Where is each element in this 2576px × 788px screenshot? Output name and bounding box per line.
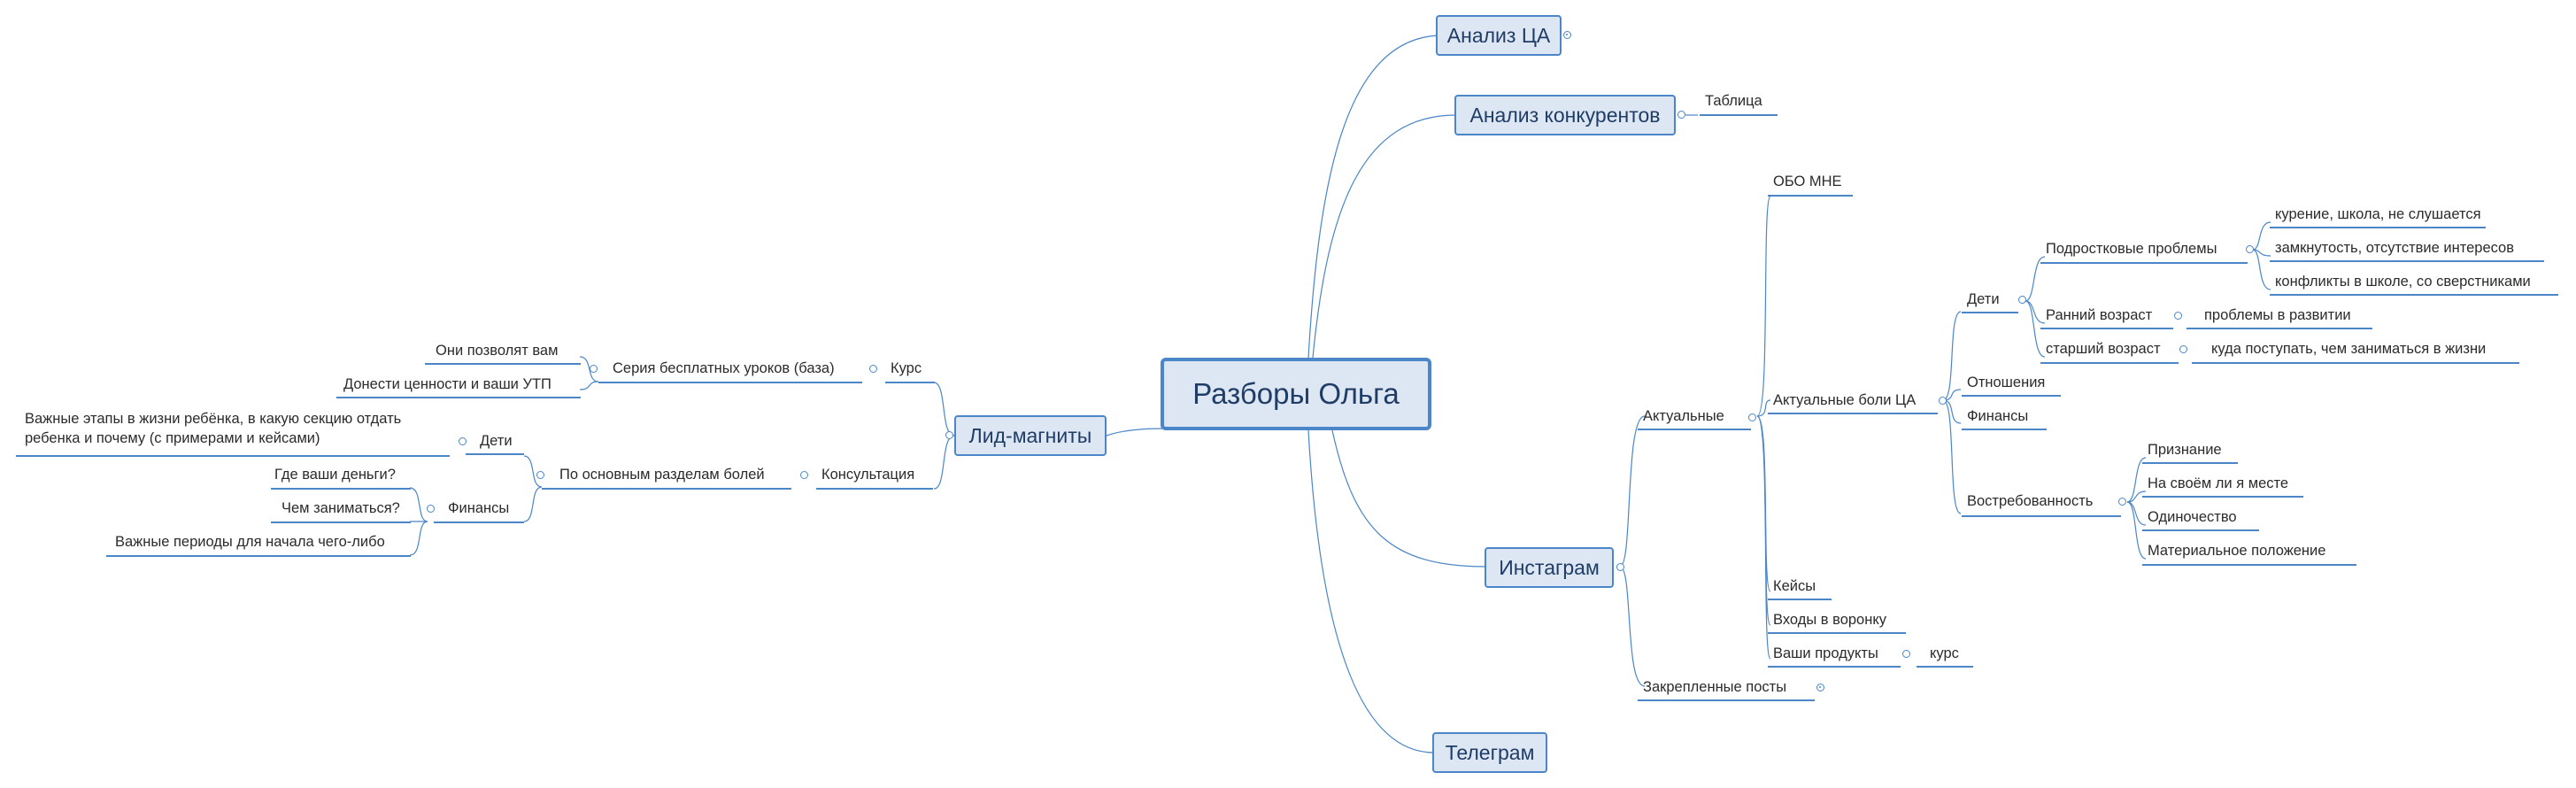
- collapse-toggle[interactable]: [1816, 684, 1824, 691]
- collapse-toggle[interactable]: [869, 365, 877, 373]
- node-vashi-produkty[interactable]: Ваши продукты: [1773, 645, 1878, 661]
- node-materialnoe[interactable]: Материальное положение: [2148, 543, 2326, 559]
- topic-label: Телеграм: [1445, 740, 1535, 764]
- collapse-toggle[interactable]: [536, 471, 544, 479]
- node-tablica[interactable]: Таблица: [1705, 93, 1762, 109]
- node-kurenie[interactable]: курение, школа, не слушается: [2275, 206, 2481, 222]
- collapse-toggle[interactable]: [2179, 345, 2187, 353]
- collapse-toggle[interactable]: [1939, 397, 1947, 405]
- collapse-toggle[interactable]: [800, 471, 808, 479]
- node-na-svoem-meste[interactable]: На своём ли я месте: [2148, 475, 2289, 491]
- collapse-toggle[interactable]: [1902, 650, 1910, 658]
- topic-label: Инстаграм: [1499, 555, 1600, 579]
- node-oni-pozvolyat[interactable]: Они позволят вам: [436, 343, 559, 359]
- node-starshiy[interactable]: старший возраст: [2046, 341, 2161, 357]
- node-donesti[interactable]: Донести ценности и ваши УТП: [343, 376, 551, 392]
- node-vostrebovannost[interactable]: Востребованность: [1967, 493, 2094, 509]
- topic-analiz-konkurentov[interactable]: Анализ конкурентов: [1454, 95, 1676, 135]
- node-vazhnye-periody[interactable]: Важные периоды для начала чего-либо: [115, 534, 385, 550]
- node-aktualnye[interactable]: Актуальные: [1643, 408, 1724, 424]
- collapse-toggle[interactable]: [2018, 296, 2026, 304]
- node-konsultaciya[interactable]: Консультация: [821, 467, 915, 483]
- central-topic[interactable]: Разборы Ольга: [1161, 358, 1431, 430]
- node-deti[interactable]: Дети: [1967, 291, 2000, 307]
- topic-analiz-ca[interactable]: Анализ ЦА: [1436, 15, 1562, 56]
- node-otnosheniya[interactable]: Отношения: [1967, 375, 2046, 390]
- node-aktualnye-boli[interactable]: Актуальные боли ЦА: [1773, 392, 1917, 408]
- node-kuda-postupat[interactable]: куда поступать, чем заниматься в жизни: [2211, 341, 2487, 357]
- node-zamknutost[interactable]: замкнутость, отсутствие интересов: [2275, 240, 2515, 256]
- node-zakreplennye[interactable]: Закрепленные посты: [1643, 679, 1787, 695]
- collapse-toggle[interactable]: [2118, 498, 2126, 506]
- topic-label: Анализ конкурентов: [1469, 103, 1661, 127]
- topic-label: Анализ ЦА: [1446, 23, 1551, 47]
- collapse-toggle[interactable]: [1616, 563, 1624, 571]
- node-finansy[interactable]: Финансы: [1967, 408, 2029, 424]
- node-keisy[interactable]: Кейсы: [1773, 578, 1816, 594]
- node-finansy-lead[interactable]: Финансы: [448, 500, 510, 516]
- node-konflikty[interactable]: конфликты в школе, со сверстниками: [2275, 274, 2531, 290]
- topic-instagram[interactable]: Инстаграм: [1485, 547, 1614, 588]
- node-problemy-razvitiya[interactable]: проблемы в развитии: [2204, 307, 2351, 323]
- node-odinochestvo[interactable]: Одиночество: [2148, 509, 2237, 525]
- topic-telegram[interactable]: Телеграм: [1432, 732, 1547, 773]
- node-ranniy[interactable]: Ранний возраст: [2046, 307, 2153, 323]
- central-topic-label: Разборы Ольга: [1192, 377, 1400, 410]
- node-chem-zanimatsya[interactable]: Чем заниматься?: [282, 500, 400, 516]
- collapse-toggle[interactable]: [1748, 413, 1756, 421]
- collapse-toggle[interactable]: [590, 365, 598, 373]
- node-podrostkovye[interactable]: Подростковые проблемы: [2046, 241, 2217, 257]
- node-obo-mne[interactable]: ОБО МНЕ: [1773, 174, 1842, 189]
- topic-lid-magnity[interactable]: Лид-магниты: [954, 415, 1107, 456]
- collapse-toggle[interactable]: [2174, 312, 2182, 320]
- collapse-toggle[interactable]: [1677, 111, 1685, 119]
- topic-label: Лид-магниты: [968, 423, 1092, 447]
- node-po-razdelam[interactable]: По основным разделам болей: [559, 467, 765, 483]
- node-kurs-lead[interactable]: Курс: [891, 360, 922, 376]
- collapse-toggle[interactable]: [459, 437, 467, 445]
- node-deti-lead[interactable]: Дети: [480, 433, 513, 449]
- collapse-toggle[interactable]: [945, 431, 953, 439]
- node-priznanie[interactable]: Признание: [2148, 442, 2222, 458]
- collapse-toggle[interactable]: [427, 505, 435, 513]
- node-kurs[interactable]: курс: [1930, 645, 1959, 661]
- collapse-toggle[interactable]: [2246, 245, 2254, 253]
- node-seriya[interactable]: Серия бесплатных уроков (база): [613, 360, 835, 376]
- node-vhody[interactable]: Входы в воронку: [1773, 612, 1886, 628]
- node-gde-dengi[interactable]: Где ваши деньги?: [274, 467, 396, 483]
- node-vazhnye-etapy[interactable]: Важные этапы в жизни ребёнка, в какую се…: [25, 411, 402, 446]
- collapse-toggle[interactable]: [1563, 31, 1571, 39]
